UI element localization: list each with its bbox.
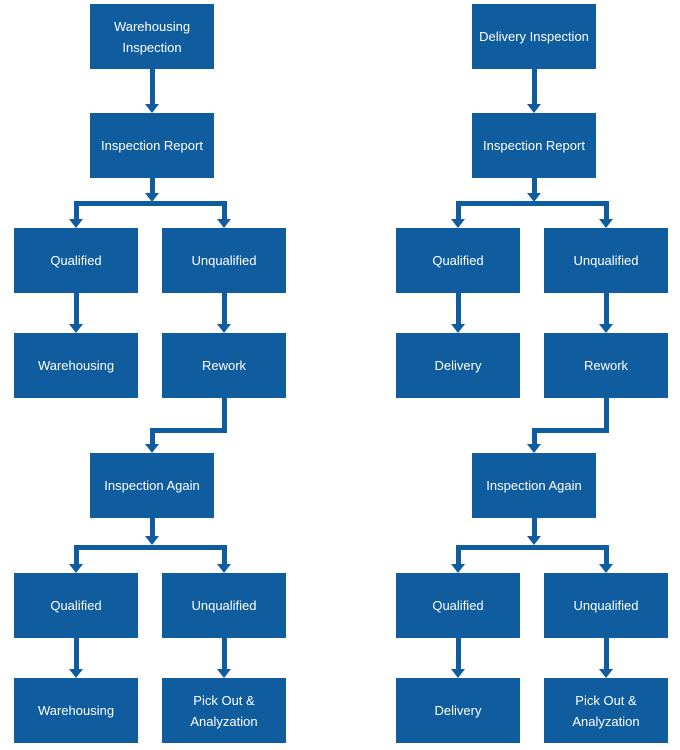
branch2-right-line: [221, 550, 227, 564]
branch2-right-head: [598, 564, 613, 573]
arrow-again-branch-line: [149, 518, 155, 537]
node-qualified-first: Qualified: [14, 228, 138, 293]
elbow-rework-hline: [531, 428, 609, 433]
arrow-unqualified1-rework-line: [603, 293, 609, 324]
arrow-qualified1-accept1-head: [68, 324, 83, 333]
arrow-start-report-line: [149, 69, 155, 105]
branch1-left-head: [450, 219, 465, 228]
arrow-report-branch-head: [526, 193, 541, 202]
arrow-unqualified1-rework-head: [598, 324, 613, 333]
arrow-qualified2-accept2-head: [450, 669, 465, 678]
arrow-qualified1-accept1-head: [450, 324, 465, 333]
branch1-left-line: [73, 206, 79, 219]
arrow-again-branch-head: [144, 536, 159, 545]
node-inspection-report: Inspection Report: [90, 113, 214, 178]
arrow-start-report-line: [531, 69, 537, 105]
node-inspection-again: Inspection Again: [90, 453, 214, 518]
branch1-bar: [73, 201, 227, 206]
arrow-qualified2-accept2-head: [68, 669, 83, 678]
node-pick-out-analyzation: Pick Out & Analyzation: [162, 678, 286, 743]
branch1-bar: [455, 201, 609, 206]
arrow-report-branch-line: [149, 178, 155, 194]
node-delivery-accept: Delivery: [396, 333, 520, 398]
arrow-unqualified2-reject-head: [598, 669, 613, 678]
branch2-bar: [73, 545, 227, 550]
arrow-start-report-head: [526, 104, 541, 113]
branch1-left-line: [455, 206, 461, 219]
branch1-right-head: [598, 219, 613, 228]
arrow-unqualified2-reject-line: [603, 638, 609, 669]
node-qualified-second: Qualified: [396, 573, 520, 638]
node-rework: Rework: [162, 333, 286, 398]
node-warehousing-inspection: Warehousing Inspection: [90, 4, 214, 69]
branch1-right-line: [221, 206, 227, 219]
arrow-qualified2-accept2-line: [73, 638, 79, 669]
branch1-right-head: [216, 219, 231, 228]
arrow-report-branch-line: [531, 178, 537, 194]
arrow-unqualified2-reject-line: [221, 638, 227, 669]
node-delivery-inspection: Delivery Inspection: [472, 4, 596, 69]
node-unqualified-first: Unqualified: [544, 228, 668, 293]
node-unqualified-second: Unqualified: [544, 573, 668, 638]
arrow-qualified2-accept2-line: [455, 638, 461, 669]
branch2-right-head: [216, 564, 231, 573]
arrow-qualified1-accept1-line: [73, 293, 79, 324]
node-inspection-again: Inspection Again: [472, 453, 596, 518]
arrow-again-branch-head: [526, 536, 541, 545]
arrow-unqualified1-rework-line: [221, 293, 227, 324]
arrow-elbow-again-head: [144, 444, 159, 453]
node-warehousing-accept-final: Warehousing: [14, 678, 138, 743]
node-unqualified-second: Unqualified: [162, 573, 286, 638]
arrow-start-report-head: [144, 104, 159, 113]
branch2-right-line: [603, 550, 609, 564]
branch1-left-head: [68, 219, 83, 228]
elbow-rework-vline: [603, 398, 609, 433]
node-delivery-accept-final: Delivery: [396, 678, 520, 743]
branch1-right-line: [603, 206, 609, 219]
arrow-unqualified2-reject-head: [216, 669, 231, 678]
node-inspection-report: Inspection Report: [472, 113, 596, 178]
branch2-left-line: [73, 550, 79, 564]
arrow-elbow-again-line: [149, 433, 155, 444]
branch2-left-line: [455, 550, 461, 564]
arrow-elbow-again-line: [531, 433, 537, 444]
elbow-rework-vline: [221, 398, 227, 433]
arrow-qualified1-accept1-line: [455, 293, 461, 324]
node-qualified-second: Qualified: [14, 573, 138, 638]
node-pick-out-analyzation: Pick Out & Analyzation: [544, 678, 668, 743]
branch2-bar: [455, 545, 609, 550]
arrow-report-branch-head: [144, 193, 159, 202]
branch2-left-head: [450, 564, 465, 573]
branch2-left-head: [68, 564, 83, 573]
arrow-elbow-again-head: [526, 444, 541, 453]
node-unqualified-first: Unqualified: [162, 228, 286, 293]
elbow-rework-hline: [149, 428, 227, 433]
node-qualified-first: Qualified: [396, 228, 520, 293]
flowchart-warehousing: Warehousing Inspection Inspection Report…: [14, 0, 286, 750]
arrow-unqualified1-rework-head: [216, 324, 231, 333]
node-rework: Rework: [544, 333, 668, 398]
flowchart-delivery: Delivery Inspection Inspection Report Qu…: [396, 0, 668, 750]
arrow-again-branch-line: [531, 518, 537, 537]
node-warehousing-accept: Warehousing: [14, 333, 138, 398]
